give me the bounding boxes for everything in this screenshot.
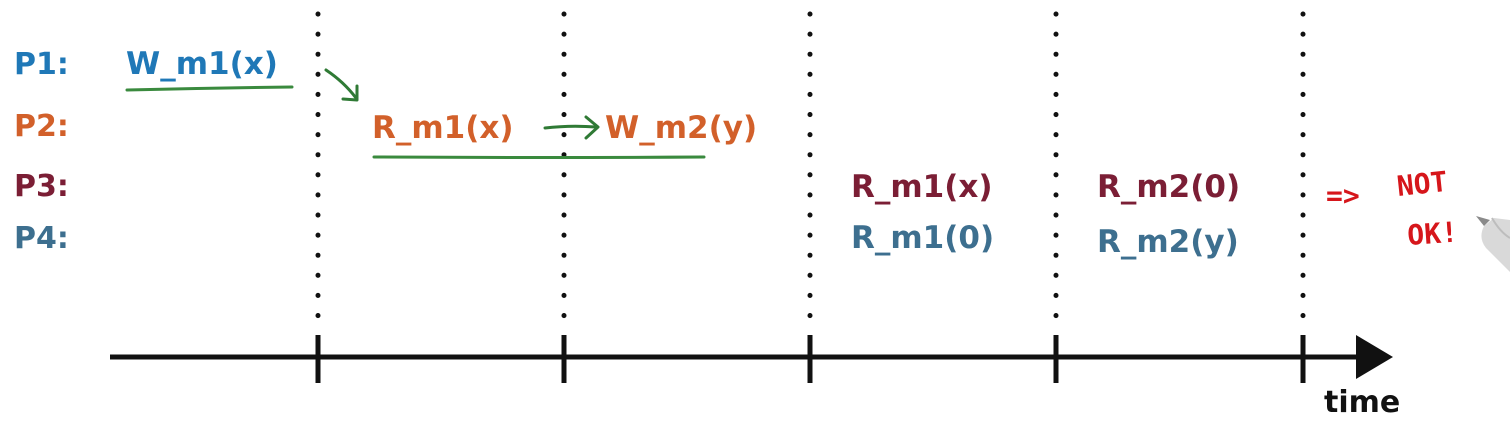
op-p2-write-m2-y: W_m2(y)	[605, 110, 757, 146]
op-p3-read-m2-0: R_m2(0)	[1097, 169, 1240, 205]
annotation-not: NOT	[1395, 165, 1449, 203]
process-label-p4: P4:	[14, 221, 69, 256]
time-axis-label: time	[1324, 385, 1400, 420]
op-p4-read-m2-y: R_m2(y)	[1097, 224, 1239, 260]
annotation-arrow: =>	[1326, 179, 1360, 212]
causal-arrow-p1-to-p2	[324, 68, 358, 100]
process-label-p2: P2:	[14, 109, 69, 144]
causal-arrow-p1-to-p2-head	[341, 84, 359, 102]
pen-icon	[1476, 216, 1510, 272]
causal-arrow-read-to-write	[543, 124, 598, 130]
time-axis-arrowhead	[1356, 335, 1393, 379]
not-ok-annotation: => NOT OK!	[1326, 165, 1459, 252]
p1-underline	[125, 85, 294, 92]
annotation-ok: OK!	[1406, 216, 1459, 252]
time-axis	[110, 335, 1362, 383]
causal-arrow-read-to-write-head	[584, 115, 600, 140]
op-p3-read-m1-x: R_m1(x)	[851, 169, 993, 205]
time-separators	[315, 11, 1306, 333]
process-label-p1: P1:	[14, 47, 69, 82]
op-p2-read-m1-x: R_m1(x)	[372, 110, 514, 146]
process-label-p3: P3:	[14, 169, 69, 204]
p2-underline	[372, 155, 706, 159]
op-p4-read-m1-0: R_m1(0)	[851, 220, 994, 256]
op-p1-write-m1-x: W_m1(x)	[126, 46, 278, 82]
